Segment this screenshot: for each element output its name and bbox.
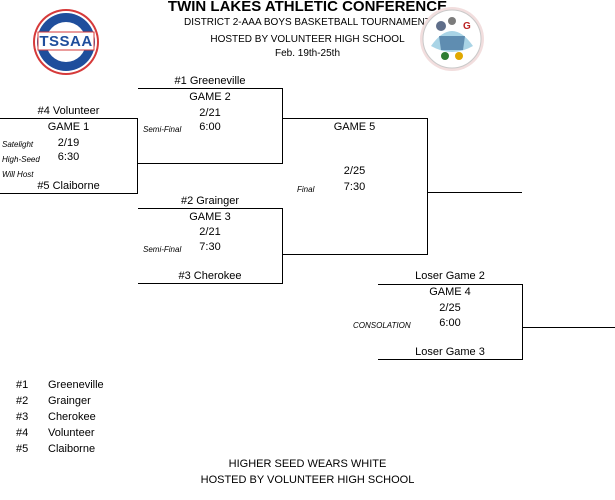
footer-host-note: HOSTED BY VOLUNTEER HIGH SCHOOL (200, 474, 415, 486)
game5-round: Final (297, 185, 315, 194)
seed-team: Grainger (48, 395, 91, 407)
game1-right-line (137, 118, 138, 193)
game4-top-line (378, 284, 522, 285)
game5-right-line (427, 118, 428, 254)
seed-team: Claiborne (48, 443, 96, 455)
game4-team-bottom: Loser Game 3 (415, 346, 485, 358)
game2-right-line (282, 88, 283, 163)
game4-team-top: Loser Game 2 (415, 270, 485, 282)
champion-line (427, 192, 522, 193)
conference-logo: G (419, 6, 485, 72)
game1-team-bottom: #5 Claiborne (37, 180, 100, 192)
game5-date: 2/25 (343, 165, 366, 177)
game1-time: 6:30 (57, 151, 80, 163)
tssaa-logo-text: TSSAA (39, 33, 93, 50)
tssaa-logo-graphic (33, 9, 99, 75)
footer-jersey-note: HIGHER SEED WEARS WHITE (228, 458, 387, 470)
game3-date: 2/21 (199, 226, 221, 238)
seed-team: Greeneville (48, 379, 104, 391)
game1-top-line (0, 118, 137, 119)
game5-top-line (282, 118, 427, 119)
seed-number: #4 (16, 427, 29, 439)
date-range: Feb. 19th-25th (274, 48, 341, 59)
game4-round: CONSOLATION (353, 321, 411, 330)
seed-team: Volunteer (48, 427, 95, 439)
game1-team-top: #4 Volunteer (37, 105, 100, 117)
seed-number: #5 (16, 443, 29, 455)
seed-number: #1 (16, 379, 29, 391)
game3-team-bottom: #3 Cherokee (178, 270, 242, 282)
tssaa-logo: TSSAA (32, 8, 100, 76)
conference-logo-graphic: G (420, 7, 484, 71)
game5-time: 7:30 (343, 181, 366, 193)
game3-label: GAME 3 (189, 211, 231, 223)
game3-round: Semi-Final (143, 245, 182, 254)
game1-note-satelight: Satelight (2, 140, 34, 149)
host-line: HOSTED BY VOLUNTEER HIGH SCHOOL (210, 34, 405, 45)
game3-bottom-line (138, 283, 283, 284)
tournament-name: DISTRICT 2-AAA BOYS BASKETBALL TOURNAMEN… (184, 17, 431, 28)
game4-winner-line (522, 327, 615, 328)
game4-date: 2/25 (439, 302, 461, 314)
seed-row: #3 Cherokee (16, 411, 136, 427)
game4-bottom-line (378, 359, 523, 360)
game1-note-highseed: High-Seed (2, 155, 40, 164)
seed-row: #2 Grainger (16, 395, 136, 411)
game1-bottom-line (0, 193, 138, 194)
game2-round: Semi-Final (143, 125, 182, 134)
game2-date: 2/21 (199, 107, 221, 119)
svg-text:G: G (463, 21, 471, 32)
game3-time: 7:30 (199, 241, 221, 253)
game5-bottom-line (282, 254, 428, 255)
seed-row: #5 Claiborne (16, 443, 136, 459)
game5-label: GAME 5 (333, 121, 376, 133)
seed-number: #3 (16, 411, 29, 423)
game3-right-line (282, 208, 283, 283)
game2-team-top: #1 Greeneville (174, 75, 246, 87)
game4-label: GAME 4 (429, 286, 471, 298)
game1-label: GAME 1 (47, 121, 90, 133)
game1-date: 2/19 (57, 137, 80, 149)
game4-right-line (522, 284, 523, 359)
seed-number: #2 (16, 395, 29, 407)
seed-row: #4 Volunteer (16, 427, 136, 443)
seed-team: Cherokee (48, 411, 96, 423)
game2-top-line (138, 88, 282, 89)
game3-team-top: #2 Grainger (180, 195, 240, 207)
page-title: TWIN LAKES ATHLETIC CONFERENCE (167, 0, 448, 15)
seed-row: #1 Greeneville (16, 379, 136, 395)
game4-time: 6:00 (439, 317, 461, 329)
game2-label: GAME 2 (189, 91, 231, 103)
game1-note-willhost: Will Host (2, 170, 34, 179)
seed-list: #1 Greeneville #2 Grainger #3 Cherokee #… (16, 379, 136, 459)
game2-bottom-line (138, 163, 283, 164)
game3-top-line (138, 208, 282, 209)
game2-time: 6:00 (199, 121, 221, 133)
